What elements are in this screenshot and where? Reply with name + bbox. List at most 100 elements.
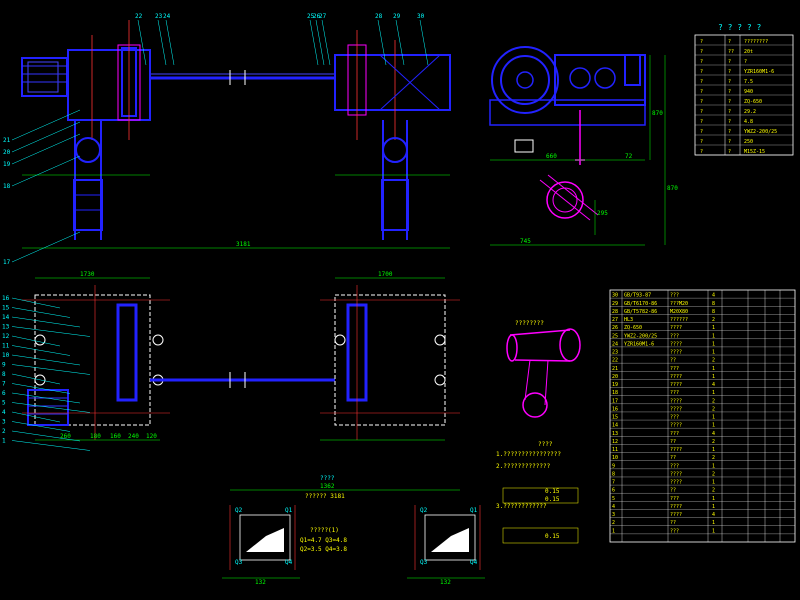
spec-cell: ?? <box>728 49 734 55</box>
plan-motor <box>27 389 69 426</box>
bom-cell: ?? <box>670 439 676 445</box>
callout-plan-5: 5 <box>2 400 6 407</box>
bom-cell: 26 <box>612 325 618 331</box>
bom-cell: 25 <box>612 333 618 339</box>
side-dim-4: 745 <box>520 238 531 245</box>
spec-title: ? ? ? ? ? <box>718 23 762 32</box>
right-q3: Q3 <box>420 559 428 566</box>
bom-cell: 2 <box>712 455 715 461</box>
callout-plan-16: 16 <box>2 295 10 302</box>
plan-dim-b3: 240 <box>128 433 139 440</box>
notes-line2: 2.????????????? <box>496 463 551 470</box>
bom-cell: ??? <box>670 496 679 502</box>
bom-cell: YWZ2-200/25 <box>624 333 657 339</box>
callout-left-18: 18 <box>3 183 11 190</box>
bom-cell: 28 <box>612 309 618 315</box>
bom-cell: ???? <box>670 471 682 477</box>
bom-cell: 1 <box>712 447 715 453</box>
callout-plan-13: 13 <box>2 324 10 331</box>
callout-plan-9: 9 <box>2 362 6 369</box>
bom-cell: 5 <box>612 496 615 502</box>
callout-top-26: 26 <box>313 13 321 20</box>
spec-cell: ? <box>728 109 731 115</box>
plan-dim-b4: 120 <box>146 433 157 440</box>
formula-l1: Q1=4.7 Q3=4.8 <box>300 537 347 544</box>
spec-cell: ? <box>728 59 731 65</box>
callout-top-23: 23 <box>155 13 163 20</box>
callout-left-17: 17 <box>3 259 11 266</box>
bom-cell: 1 <box>712 423 715 429</box>
spec-cell: 4.8 <box>744 119 753 125</box>
motor-left <box>21 57 68 97</box>
bom-cell: 23 <box>612 350 618 356</box>
bom-cell: ??? <box>670 293 679 299</box>
bom-cell: 4 <box>712 382 715 388</box>
spec-cell: ZQ-650 <box>744 99 762 105</box>
right-q2: Q2 <box>420 507 428 514</box>
bom-cell: 19 <box>612 382 618 388</box>
spec-cell: ? <box>700 109 703 115</box>
bom-cell: 4 <box>612 504 615 510</box>
bom-cell: ZQ-650 <box>624 325 642 331</box>
bom-cell: 1 <box>712 480 715 486</box>
bom-cell: 10 <box>612 455 618 461</box>
spec-cell: ? <box>728 129 731 135</box>
spec-cell: ? <box>728 89 731 95</box>
bom-cell: 20 <box>612 374 618 380</box>
spec-cell: ? <box>728 69 731 75</box>
side-dim-5: 72 <box>625 153 633 160</box>
bom-cell: 8 <box>712 301 715 307</box>
bom-cell: 1 <box>712 333 715 339</box>
right-q4: Q4 <box>470 559 478 566</box>
dim-span: 3181 <box>236 241 251 248</box>
side-dim-1: 660 <box>546 153 557 160</box>
bom-cell: ?? <box>670 455 676 461</box>
spec-cell: ? <box>700 39 703 45</box>
bom-cell: M20X80 <box>670 309 688 315</box>
bom-cell: ???? <box>670 374 682 380</box>
formula-l2: Q2=3.5 Q4=3.8 <box>300 546 347 553</box>
right-q1: Q1 <box>470 507 478 514</box>
plan-dim-top-left: 1730 <box>80 271 95 278</box>
bom-cell: ??? <box>670 390 679 396</box>
bom-cell: ??? <box>670 463 679 469</box>
bom-cell: ?????? <box>670 317 688 323</box>
bom-cell: 29 <box>612 301 618 307</box>
left-dim: 132 <box>255 579 266 586</box>
pulley-sketch: ???????? <box>506 320 581 418</box>
spec-cell: ? <box>728 99 731 105</box>
spec-cell: ? <box>700 129 703 135</box>
bom-cell: ???? <box>670 480 682 486</box>
plan-view: 1730 1700 260 180 160 240 120 1615141312… <box>2 271 460 451</box>
notes-line3: 3.???????????? <box>496 503 547 510</box>
spec-cell: ? <box>700 79 703 85</box>
spec-cell: 940 <box>744 89 753 95</box>
bom-cell: 3 <box>612 512 615 518</box>
bom-cell: 1 <box>712 504 715 510</box>
bom-cell: 30 <box>612 293 618 299</box>
plan-dim-b2: 160 <box>110 433 121 440</box>
bom-cell: 1 <box>712 350 715 356</box>
bom-cell: ???? <box>670 447 682 453</box>
bom-cell: 1 <box>712 528 715 534</box>
left-q1: Q1 <box>285 507 293 514</box>
callout-top-29: 29 <box>393 13 401 20</box>
wheel-left <box>75 137 101 163</box>
bom-cell: 1 <box>712 496 715 502</box>
bom-cell: GB/T6170-86 <box>624 301 657 307</box>
spec-cell: 20t <box>744 49 753 55</box>
bottom-center-title: ???? <box>320 475 335 482</box>
bom-cell: 11 <box>612 447 618 453</box>
bom-cell: ???M20 <box>670 301 688 307</box>
formula-title: ?????(1) <box>310 527 339 534</box>
bom-cell: 22 <box>612 358 618 364</box>
bom-cell: 1 <box>712 366 715 372</box>
bom-cell: 2 <box>712 317 715 323</box>
bom-cell: ??? <box>670 528 679 534</box>
notes-line1: 1.???????????????? <box>496 451 561 458</box>
spec-cell: ? <box>744 59 747 65</box>
